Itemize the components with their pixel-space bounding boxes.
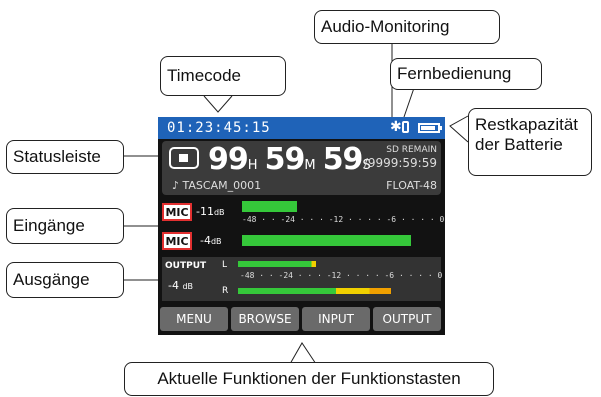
output-level: -4 dB [168, 279, 194, 292]
function-keys-leader [289, 342, 317, 365]
input-1-scale: -48 · · -24 · · · -12 · · · · -6 · · · ·… [242, 215, 445, 224]
output-scale: -48 · · -24 · · · -12 · · · · -6 · · · ·… [240, 271, 443, 280]
callout-battery: Restkapazität der Batterie [468, 108, 592, 176]
sd-remain-label: SD REMAIN [386, 145, 437, 155]
fkey-input[interactable]: INPUT [302, 307, 370, 331]
fkey-menu[interactable]: MENU [160, 307, 228, 331]
callout-status-bar: Statusleiste [6, 140, 124, 174]
remain-seconds: 59 [322, 142, 364, 177]
remain-seconds-unit: S [362, 158, 371, 173]
recording-panel: 99H 59M 59S SD REMAIN /9999:59:59 ♪ TASC… [162, 141, 441, 195]
callout-inputs: Eingänge [6, 208, 124, 244]
battery-level-fill [421, 126, 435, 130]
phone-icon [402, 121, 409, 133]
callout-remote: Fernbedienung [390, 58, 542, 90]
input-2-meter [242, 235, 411, 246]
remain-hours-unit: H [247, 158, 258, 173]
battery-icon [418, 123, 442, 133]
file-name: ♪ TASCAM_0001 [172, 179, 262, 192]
input-2-badge: MIC [162, 232, 192, 250]
output-label: OUTPUT [165, 261, 207, 271]
callout-function-keys: Aktuelle Funktionen der Funktionstasten [124, 362, 494, 396]
timecode-leader [203, 95, 233, 113]
remote-leader [403, 87, 415, 118]
remaining-time: 99H 59M 59S [208, 142, 373, 177]
callout-audio-monitoring: Audio-Monitoring [314, 10, 500, 44]
sd-remain-time: /9999:59:59 [363, 156, 437, 170]
file-format: FLOAT-48 [386, 179, 437, 192]
bluetooth-icon: ✱ [390, 119, 402, 135]
input-1-meter [242, 201, 297, 212]
output-left-label: L [222, 260, 228, 270]
function-keys: MENU BROWSE INPUT OUTPUT [158, 307, 445, 333]
fkey-output[interactable]: OUTPUT [373, 307, 441, 331]
output-right-label: R [222, 286, 229, 296]
input-row-1: MIC -11dB -48 · · -24 · · · -12 · · · · … [162, 201, 445, 227]
remain-minutes: 59 [264, 142, 306, 177]
remain-hours: 99 [208, 142, 249, 177]
output-left-meter [238, 261, 316, 267]
input-row-2: MIC -4dB [162, 230, 442, 256]
output-panel: OUTPUT -4 dB L R -48 · · -24 · · · -12 ·… [162, 257, 443, 301]
battery-leader [449, 115, 469, 143]
status-bar: 01:23:45:15 ✱ [158, 117, 445, 139]
callout-timecode: Timecode [160, 56, 286, 96]
input-2-level: -4dB [200, 234, 222, 247]
output-right-meter [238, 288, 391, 294]
timecode: 01:23:45:15 [167, 120, 271, 136]
input-1-badge: MIC [162, 203, 192, 221]
remain-minutes-unit: M [304, 158, 316, 173]
input-1-level: -11dB [196, 205, 225, 218]
device-screen: 01:23:45:15 ✱ 99H 59M 59S SD REMAIN /999… [158, 117, 445, 335]
fkey-browse[interactable]: BROWSE [231, 307, 299, 331]
callout-outputs: Ausgänge [6, 262, 124, 298]
stop-icon [169, 147, 199, 169]
